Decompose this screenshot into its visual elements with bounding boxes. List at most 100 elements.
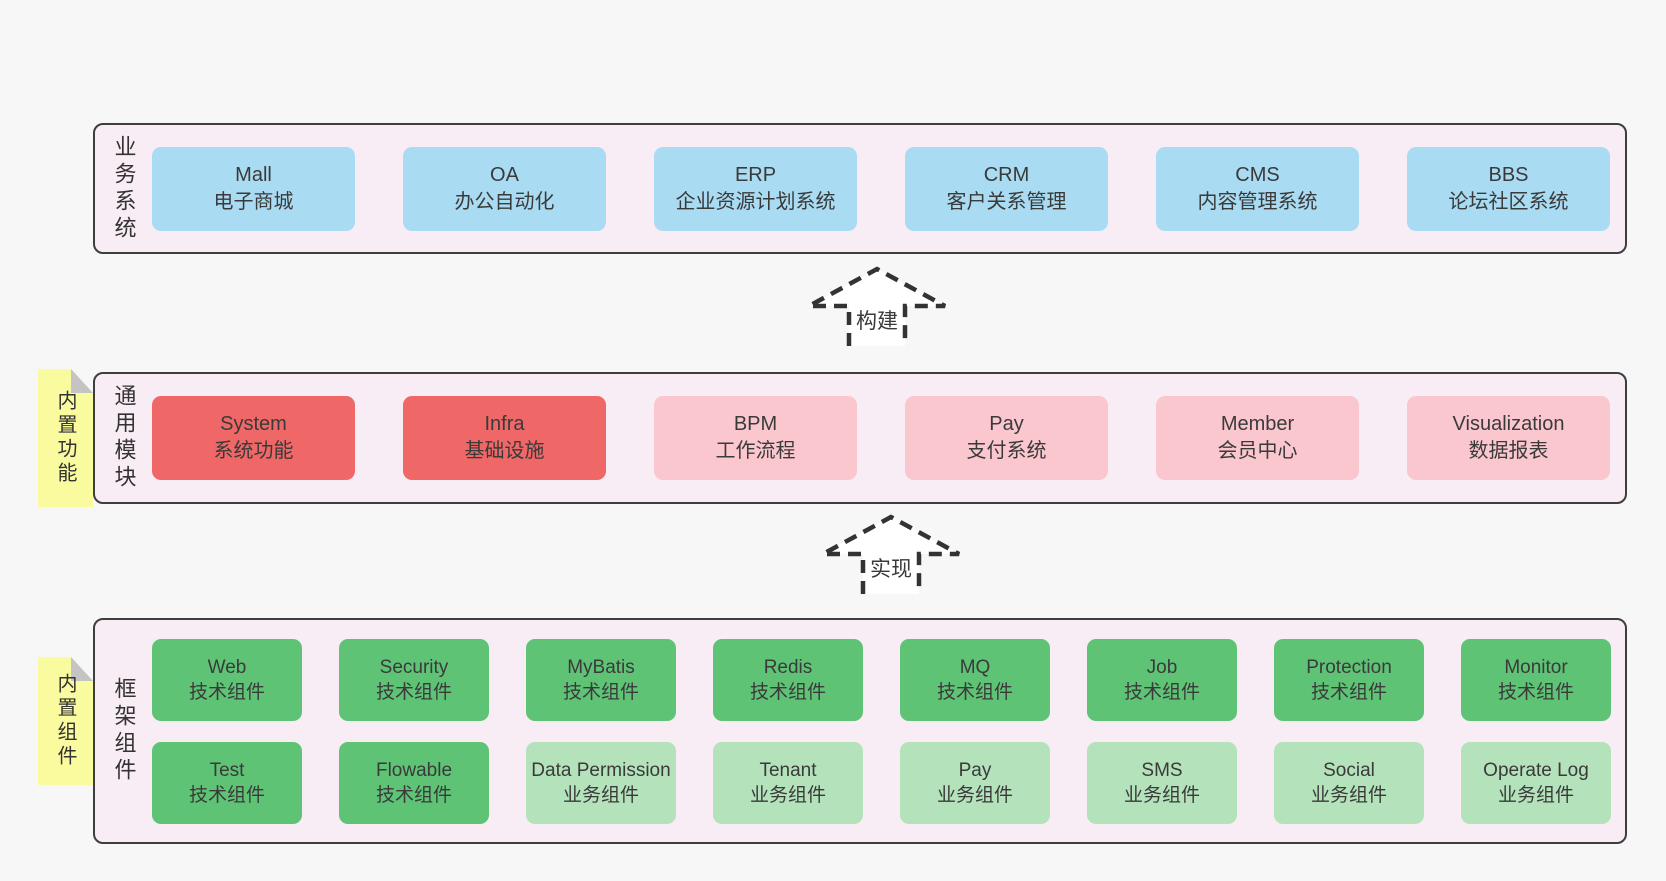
box-subtitle: 技术组件 [375,681,452,703]
arrow-implement: 实现 [821,514,961,594]
box-title: Social [1323,759,1375,781]
box-title: Redis [763,656,813,678]
box-bbs: BBS 论坛社区系统 [1407,146,1610,231]
box-title: CMS [1235,163,1280,186]
box-title: Tenant [759,759,817,781]
box-title: Test [209,759,245,781]
box-title: CRM [983,163,1030,186]
box-protection: Protection 技术组件 [1274,638,1424,721]
box-subtitle: 技术组件 [749,681,826,703]
box-title: Visualization [1452,413,1565,435]
box-tenant: Tenant 业务组件 [713,741,863,824]
layer-framework-components: 内置组件 框架组件 Web 技术组件 Security 技术组件 MyBatis… [93,618,1627,844]
box-subtitle: 业务组件 [749,784,826,806]
box-title: Operate Log [1483,759,1589,781]
box-subtitle: 业务组件 [1123,784,1200,806]
box-title: ERP [734,163,777,186]
box-sms: SMS 业务组件 [1087,741,1237,824]
box-operate-log: Operate Log 业务组件 [1461,741,1611,824]
box-subtitle: 技术组件 [188,784,265,806]
box-oa: OA 办公自动化 [403,146,606,231]
arrow-build: 构建 [807,266,947,346]
box-pay-system: Pay 支付系统 [905,396,1108,480]
box-subtitle: 技术组件 [562,681,639,703]
box-subtitle: 技术组件 [1497,681,1574,703]
box-subtitle: 论坛社区系统 [1448,190,1569,213]
box-flowable: Flowable 技术组件 [339,741,489,824]
arrow-implement-label: 实现 [867,553,915,583]
box-subtitle: 业务组件 [1497,784,1574,806]
box-title: Infra [484,413,525,435]
box-monitor: Monitor 技术组件 [1461,638,1611,721]
box-subtitle: 基础设施 [464,440,545,462]
box-title: OA [490,163,519,186]
box-bpm: BPM 工作流程 [654,396,857,480]
box-subtitle: 技术组件 [936,681,1013,703]
box-member: Member 会员中心 [1156,396,1359,480]
business-boxes: Mall 电子商城 OA 办公自动化 ERP 企业资源计划系统 CRM 客户关系… [152,125,1625,252]
box-infra: Infra 基础设施 [403,396,606,480]
box-subtitle: 支付系统 [966,440,1047,462]
box-title: MQ [959,656,991,678]
box-subtitle: 业务组件 [1310,784,1387,806]
box-title: Security [379,656,449,678]
sticky-note-built-in-components: 内置组件 [38,657,93,785]
box-subtitle: 技术组件 [1123,681,1200,703]
box-title: SMS [1141,759,1183,781]
box-subtitle: 内容管理系统 [1197,190,1318,213]
box-title: MyBatis [567,656,635,678]
layer-label-business: 业务系统 [111,134,137,243]
box-subtitle: 企业资源计划系统 [675,190,836,213]
box-redis: Redis 技术组件 [713,638,863,721]
box-subtitle: 系统功能 [213,440,294,462]
box-title: System [220,413,287,435]
box-title: Pay [958,759,992,781]
box-subtitle: 电子商城 [213,190,294,213]
box-title: BPM [733,413,778,435]
sticky-note-built-in-features: 内置功能 [38,369,93,507]
box-subtitle: 数据报表 [1468,440,1549,462]
box-cms: CMS 内容管理系统 [1156,146,1359,231]
box-mq: MQ 技术组件 [900,638,1050,721]
box-web: Web 技术组件 [152,638,302,721]
box-subtitle: 技术组件 [1310,681,1387,703]
box-test: Test 技术组件 [152,741,302,824]
box-crm: CRM 客户关系管理 [905,146,1108,231]
framework-row-1: Web 技术组件 Security 技术组件 MyBatis 技术组件 Redi… [152,638,1611,721]
layer-label-modules: 通用模块 [111,384,137,492]
box-subtitle: 业务组件 [936,784,1013,806]
box-title: Protection [1306,656,1392,678]
box-job: Job 技术组件 [1087,638,1237,721]
box-title: Flowable [375,759,453,781]
box-title: Web [207,656,247,678]
box-title: Monitor [1504,656,1568,678]
box-title: Mall [235,163,272,186]
box-visualization: Visualization 数据报表 [1407,396,1610,480]
layer-label-framework: 框架组件 [111,677,137,785]
box-subtitle: 业务组件 [562,784,639,806]
box-subtitle: 工作流程 [715,440,796,462]
box-system: System 系统功能 [152,396,355,480]
box-mybatis: MyBatis 技术组件 [526,638,676,721]
sticky-note-label: 内置组件 [54,673,76,769]
box-title: Pay [989,413,1024,435]
box-data-permission: Data Permission 业务组件 [526,741,676,824]
sticky-note-label: 内置功能 [54,390,76,486]
box-subtitle: 客户关系管理 [946,190,1067,213]
box-subtitle: 会员中心 [1217,440,1298,462]
framework-row-2: Test 技术组件 Flowable 技术组件 Data Permission … [152,741,1611,824]
box-title: BBS [1488,163,1529,186]
arrow-build-label: 构建 [853,305,901,335]
box-title: Job [1146,656,1178,678]
layer-business-systems: 业务系统 Mall 电子商城 OA 办公自动化 ERP 企业资源计划系统 CRM… [93,123,1627,254]
box-title: Member [1220,413,1295,435]
box-subtitle: 技术组件 [375,784,452,806]
layer-common-modules: 内置功能 通用模块 System 系统功能 Infra 基础设施 BPM 工作流… [93,369,1627,504]
framework-rows: Web 技术组件 Security 技术组件 MyBatis 技术组件 Redi… [152,620,1626,842]
module-boxes: System 系统功能 Infra 基础设施 BPM 工作流程 Pay 支付系统… [152,374,1625,502]
box-social: Social 业务组件 [1274,741,1424,824]
box-security: Security 技术组件 [339,638,489,721]
box-subtitle: 办公自动化 [454,190,555,213]
box-erp: ERP 企业资源计划系统 [654,146,857,231]
